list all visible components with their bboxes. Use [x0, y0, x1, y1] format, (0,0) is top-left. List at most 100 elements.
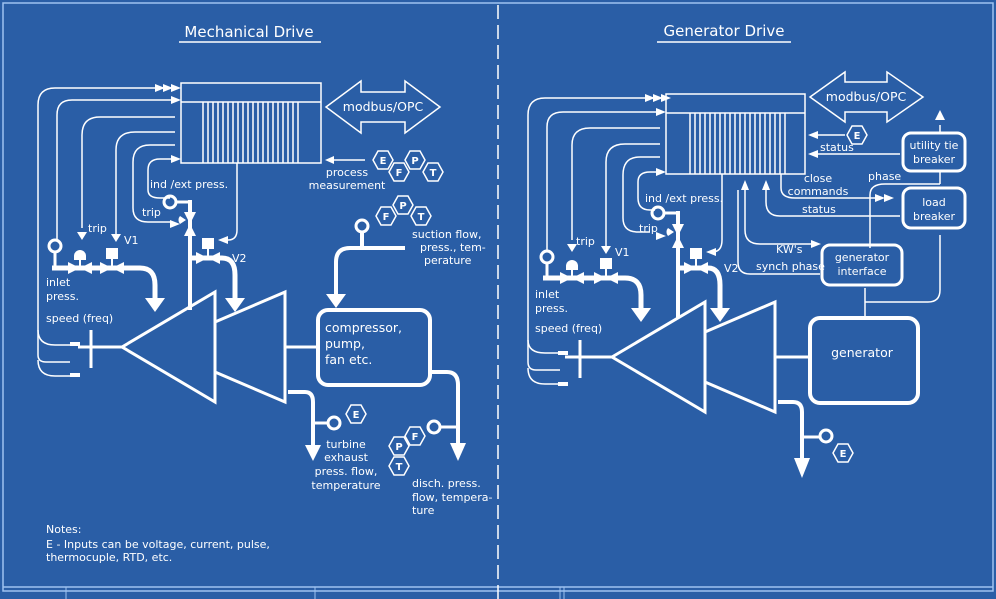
terminal-strip	[202, 102, 299, 163]
suction-label-3: perature	[424, 254, 472, 267]
notes-line-2: thermocuple, RTD, etc.	[46, 551, 172, 564]
discharge-label-1: disch. press.	[412, 477, 481, 490]
driven-label-1: compressor,	[325, 320, 402, 335]
mech-v2-label: V2	[232, 252, 247, 265]
load-breaker-label-2: breaker	[913, 210, 956, 223]
arrow-head-icon	[601, 246, 611, 254]
arrow-head-icon	[794, 458, 810, 478]
arrow-head-icon	[762, 180, 770, 190]
status-mid-label: status	[802, 203, 836, 216]
arrow-head-icon	[808, 150, 818, 158]
hex-badge-icon	[388, 162, 410, 182]
gen-speed-label: speed (freq)	[535, 322, 602, 335]
inlet-pipe	[543, 275, 644, 310]
arrow-head-icon	[875, 194, 885, 202]
pickup-tip	[70, 373, 80, 377]
arrow-head-icon	[171, 96, 181, 104]
breaker-signal-lines	[737, 125, 941, 318]
discharge-label-2: flow, tempera-	[412, 491, 492, 504]
driven-label-2: pump,	[325, 336, 365, 351]
arrow-head-icon	[645, 94, 655, 102]
hex-badge-icon	[410, 206, 432, 226]
arrow-head-icon	[170, 220, 180, 228]
mech-trip-lower-label: trip	[88, 222, 107, 235]
trip-valve-icon	[560, 260, 584, 284]
arrow-head-icon	[811, 240, 821, 248]
exhaust-label-2: exhaust	[324, 451, 368, 464]
suction-label-2: press., tem-	[420, 241, 486, 254]
svg-text:P: P	[399, 201, 406, 212]
mech-inlet-label-2: press.	[46, 290, 79, 303]
status-top-label: status	[820, 141, 854, 154]
phase-label: phase	[868, 170, 901, 183]
arrow-head-icon	[326, 294, 346, 308]
notes-line-1: E - Inputs can be voltage, current, puls…	[46, 538, 270, 551]
arrow-head-icon	[155, 84, 165, 92]
suction-sensor-icon	[354, 218, 370, 234]
arrow-head-icon	[218, 236, 228, 244]
v1-valve-icon	[594, 258, 618, 284]
arrow-head-icon	[225, 298, 245, 312]
utility-tie-label-1: utility tie	[910, 139, 959, 152]
close-commands-label-1: close	[804, 172, 833, 185]
arrow-head-icon	[741, 180, 749, 190]
badge-e: E	[380, 156, 387, 167]
svg-text:T: T	[396, 462, 403, 473]
arrow-head-icon	[111, 234, 121, 242]
arrow-head-icon	[884, 194, 894, 202]
mechanical-title: Mechanical Drive	[184, 23, 313, 41]
v2-valve-icon	[684, 248, 708, 274]
mechanical-modbus-label: modbus/OPC	[343, 99, 424, 114]
hex-badge-icon	[832, 443, 854, 463]
exhaust-pipe	[778, 400, 804, 460]
hex-badge-icon	[388, 456, 410, 476]
pickup-tip	[558, 382, 568, 386]
v1-valve-icon	[100, 248, 124, 274]
modbus-double-arrow-icon	[324, 79, 442, 135]
kws-label: KW's	[776, 243, 803, 256]
pressure-sensor-icon	[539, 249, 555, 265]
load-breaker-box	[901, 186, 967, 230]
arrow-head-icon	[163, 84, 173, 92]
gen-trip-lower-label: trip	[576, 235, 595, 248]
exhaust-sensor-icon	[818, 428, 834, 444]
generator-label: generator	[831, 345, 894, 360]
arrow-head-icon	[305, 445, 321, 461]
inlet-pipe	[52, 265, 158, 300]
generator-interface-label-2: interface	[837, 265, 886, 278]
process-label-2: measurement	[309, 179, 386, 192]
arrow-head-icon	[653, 94, 663, 102]
arrow-head-icon	[656, 108, 666, 116]
arrow-head-icon	[656, 168, 666, 176]
badge-t: T	[430, 168, 437, 179]
arrow-head-icon	[706, 248, 716, 256]
gen-ind-ext-label: ind /ext press.	[645, 192, 723, 205]
exhaust-badge: E	[353, 410, 360, 421]
arrow-head-icon	[935, 110, 945, 120]
modbus-double-arrow-icon	[808, 70, 925, 124]
gen-v1-label: V1	[615, 246, 630, 259]
exhaust-label-3: press. flow,	[315, 465, 378, 478]
controller	[180, 82, 322, 164]
mech-v1-label: V1	[124, 234, 139, 247]
exhaust-sensor-icon	[326, 415, 342, 431]
mech-ind-ext-label: ind /ext press.	[150, 178, 228, 191]
svg-text:F: F	[383, 212, 390, 223]
discharge-pipe	[430, 370, 460, 445]
hex-badge-icon	[404, 426, 426, 446]
arrow-head-icon	[656, 232, 666, 240]
arrow-head-icon	[171, 84, 181, 92]
badge-p: P	[411, 156, 418, 167]
svg-text:T: T	[418, 212, 425, 223]
arrow-head-icon	[631, 308, 651, 322]
exhaust-pipe	[288, 390, 315, 448]
synch-phase-label: synch phase	[756, 260, 825, 273]
generator-modbus-label: modbus/OPC	[826, 89, 907, 104]
generator-drive-section: Generator Drive modbus/OPC	[527, 22, 967, 478]
ext-valve-icon	[178, 212, 196, 236]
trip-valve-icon	[68, 250, 92, 274]
gen-v2-label: V2	[724, 262, 739, 275]
arrow-head-icon	[325, 156, 334, 164]
suction-label-1: suction flow,	[412, 228, 481, 241]
